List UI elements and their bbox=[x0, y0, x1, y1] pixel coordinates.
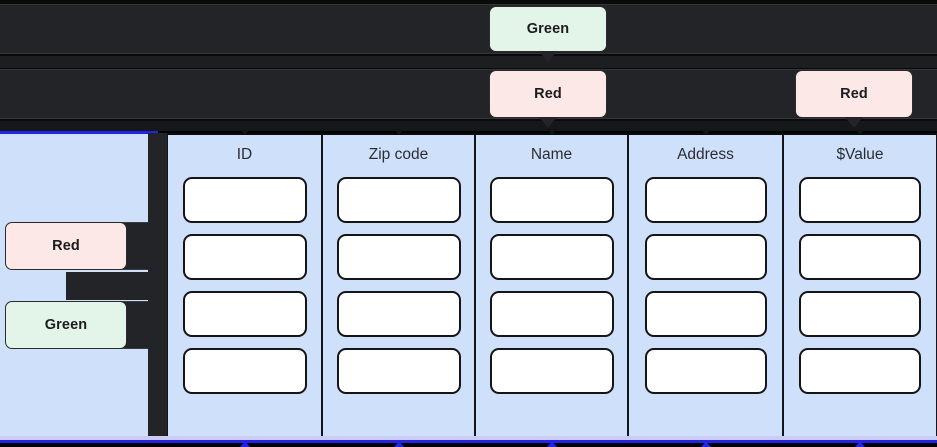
input-cell[interactable] bbox=[799, 348, 921, 394]
form-table: ID Zip code Name Address $Value bbox=[167, 129, 937, 447]
table-column-name: Name bbox=[475, 129, 628, 447]
input-cell[interactable] bbox=[644, 291, 767, 337]
input-cell[interactable] bbox=[182, 234, 307, 280]
dark-row-2[interactable] bbox=[0, 69, 937, 119]
hidden-row-peek-2 bbox=[66, 272, 152, 300]
dark-background-area bbox=[0, 0, 937, 131]
callout-pointer-down-icon bbox=[539, 117, 557, 128]
column-header: Zip code bbox=[368, 146, 429, 163]
callout-badge-green-top[interactable]: Green bbox=[489, 6, 607, 62]
input-cell[interactable] bbox=[336, 291, 461, 337]
column-header: Name bbox=[530, 146, 573, 163]
input-cell[interactable] bbox=[799, 177, 921, 223]
input-cell[interactable] bbox=[336, 234, 461, 280]
input-cell[interactable] bbox=[489, 177, 614, 223]
input-cell[interactable] bbox=[182, 348, 307, 394]
input-cell[interactable] bbox=[644, 348, 767, 394]
column-header: ID bbox=[236, 146, 253, 163]
left-dark-strip bbox=[148, 133, 167, 440]
column-header: $Value bbox=[836, 146, 884, 163]
callout-label: Green bbox=[44, 317, 88, 333]
column-pointer-icon bbox=[239, 129, 250, 135]
bottom-accent-rule bbox=[0, 440, 937, 443]
callout-badge-red-sidebar[interactable]: Red bbox=[5, 222, 127, 270]
callout-badge-red-middle[interactable]: Red bbox=[489, 70, 607, 128]
input-cell[interactable] bbox=[644, 177, 767, 223]
column-pointer-icon bbox=[855, 129, 865, 135]
dark-row-1[interactable] bbox=[0, 4, 937, 54]
callout-pointer-down-icon bbox=[539, 51, 557, 62]
table-column-id: ID bbox=[167, 129, 322, 447]
column-pointer-icon bbox=[700, 129, 711, 135]
column-header: Address bbox=[677, 146, 734, 163]
input-cell[interactable] bbox=[799, 291, 921, 337]
dark-row-footer bbox=[0, 121, 937, 131]
callout-pointer-down-icon bbox=[845, 117, 863, 128]
column-pointer-icon bbox=[546, 129, 557, 135]
callout-label: Red bbox=[840, 86, 868, 102]
dark-row-separator bbox=[0, 56, 937, 68]
input-cell[interactable] bbox=[182, 177, 307, 223]
table-column-zip-code: Zip code bbox=[322, 129, 475, 447]
table-column-address: Address bbox=[628, 129, 783, 447]
input-cell[interactable] bbox=[644, 234, 767, 280]
callout-badge-green-sidebar[interactable]: Green bbox=[5, 301, 127, 349]
column-pointer-icon bbox=[393, 129, 404, 135]
input-cell[interactable] bbox=[799, 234, 921, 280]
input-cell[interactable] bbox=[489, 291, 614, 337]
input-cell[interactable] bbox=[336, 348, 461, 394]
input-cell[interactable] bbox=[336, 177, 461, 223]
callout-label: Red bbox=[534, 86, 562, 102]
table-column-value: $Value bbox=[783, 129, 937, 447]
callout-badge-red-right[interactable]: Red bbox=[795, 70, 913, 128]
input-cell[interactable] bbox=[489, 234, 614, 280]
callout-label: Green bbox=[526, 21, 570, 37]
input-cell[interactable] bbox=[489, 348, 614, 394]
input-cell[interactable] bbox=[182, 291, 307, 337]
bottom-soft-rule bbox=[0, 436, 937, 443]
callout-label: Red bbox=[52, 238, 80, 254]
